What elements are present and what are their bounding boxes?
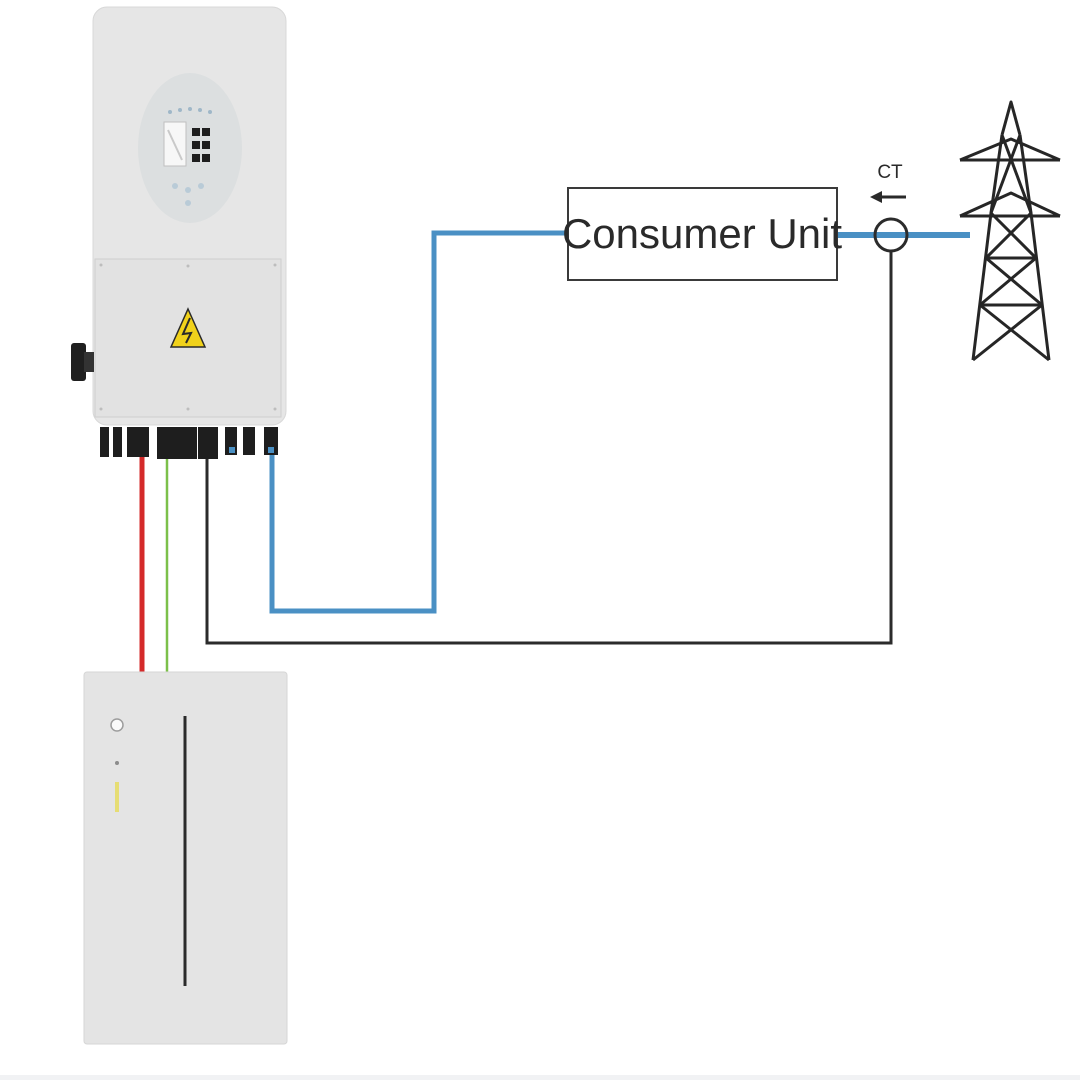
dc-isolator-switch bbox=[71, 343, 86, 381]
inverter-buttons bbox=[192, 128, 210, 162]
high-voltage-warning-icon bbox=[169, 307, 207, 348]
consumer-unit-label: Consumer Unit bbox=[562, 210, 842, 257]
battery-power-button bbox=[110, 718, 124, 732]
ct-lead-cable bbox=[205, 252, 893, 645]
ct-clamp: CT bbox=[870, 162, 909, 253]
bottom-edge-strip bbox=[0, 1075, 1080, 1080]
cables bbox=[139, 230, 970, 672]
hybrid-inverter bbox=[71, 6, 287, 459]
consumer-unit-box: Consumer Unit bbox=[562, 187, 842, 281]
battery-soc-indicator bbox=[115, 782, 119, 812]
transmission-tower-icon bbox=[959, 100, 1061, 362]
inverter-display-panel bbox=[138, 73, 242, 223]
inverter-connectors bbox=[100, 427, 278, 459]
current-transformer-icon bbox=[873, 217, 909, 253]
ac-cable-inverter-to-consumer-unit bbox=[269, 230, 568, 614]
inverter-indicator-leds bbox=[168, 107, 212, 206]
ct-direction-arrow-icon bbox=[870, 191, 906, 203]
battery-unit bbox=[83, 671, 288, 1045]
ct-label: CT bbox=[877, 162, 903, 183]
battery-status-led bbox=[115, 761, 119, 765]
